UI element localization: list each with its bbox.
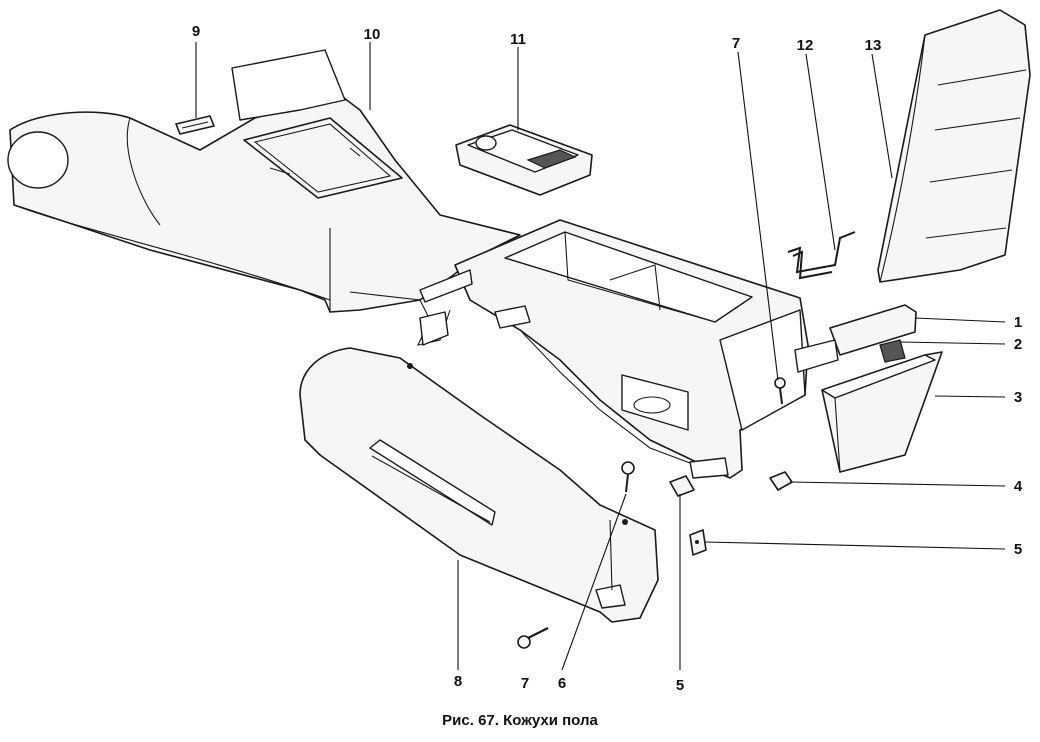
callout-1: 1 xyxy=(1014,314,1022,331)
part-4-nut xyxy=(769,471,793,491)
part-7-screw-bottom xyxy=(517,627,549,649)
part-9-clip xyxy=(175,115,215,135)
shift-opening xyxy=(231,49,403,199)
part-5-clip-bottom xyxy=(669,475,695,497)
callout-8: 8 xyxy=(454,673,462,690)
rear-console-box xyxy=(419,219,809,479)
front-tunnel-cover xyxy=(7,94,521,346)
callout-9: 9 xyxy=(192,23,200,40)
callout-13: 13 xyxy=(865,37,882,54)
figure-caption: Рис. 67. Кожухи пола xyxy=(442,712,598,729)
part-3-box xyxy=(821,351,943,473)
callout-10: 10 xyxy=(364,26,381,43)
part-1-lid xyxy=(794,304,917,373)
callout-5-right: 5 xyxy=(1014,541,1022,558)
part-8-side-panel xyxy=(299,347,659,623)
part-6-screw xyxy=(621,461,635,493)
callout-11: 11 xyxy=(510,31,526,48)
callout-3: 3 xyxy=(1014,389,1022,406)
leader-lines xyxy=(195,42,1006,671)
callout-6: 6 xyxy=(558,675,566,692)
callout-7-top: 7 xyxy=(732,35,740,52)
part-5-clip-right xyxy=(689,529,707,556)
part-11-tray xyxy=(455,124,593,196)
part-13-armrest xyxy=(877,9,1031,283)
callout-7-bottom: 7 xyxy=(521,675,529,692)
part-12-spring xyxy=(787,231,856,280)
callout-5-bottom: 5 xyxy=(676,677,684,694)
callout-4: 4 xyxy=(1014,478,1023,495)
callout-2: 2 xyxy=(1014,336,1022,353)
part-7-screw-top xyxy=(774,377,786,405)
callout-12: 12 xyxy=(797,37,814,54)
